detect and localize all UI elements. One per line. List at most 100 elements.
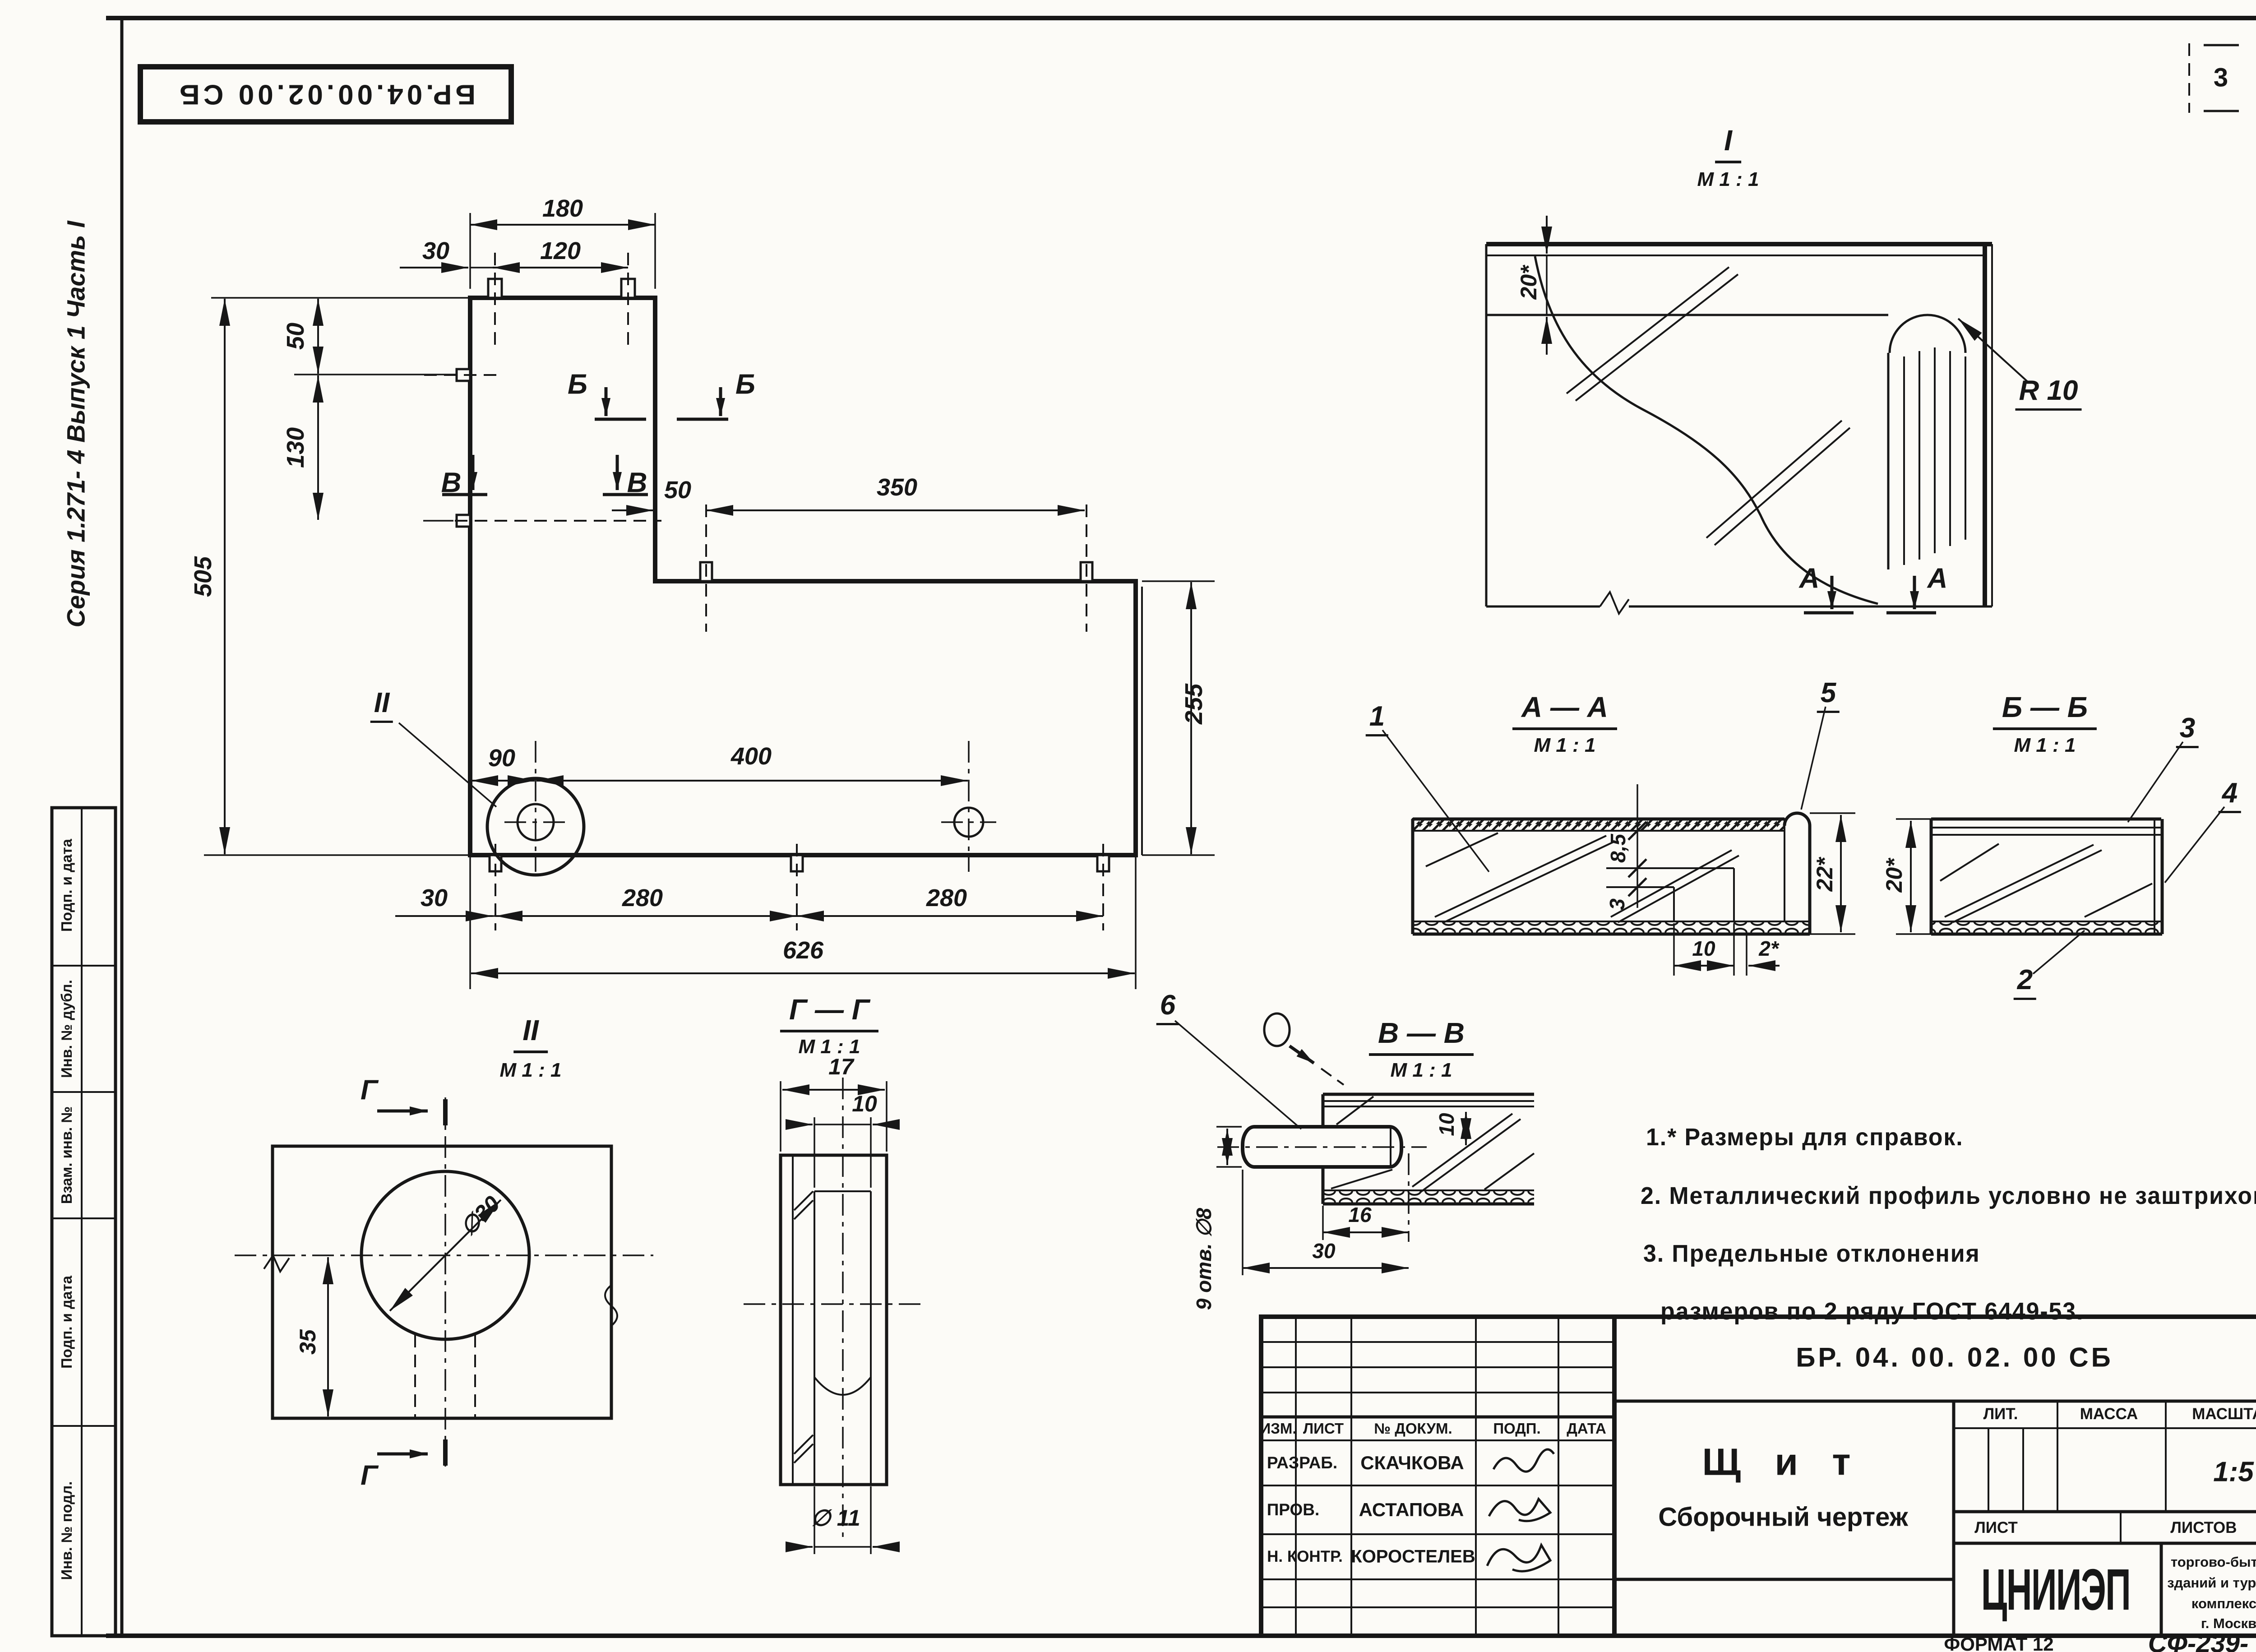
header-date: ДАТА: [1567, 1420, 1606, 1437]
callout-3: 3: [2176, 712, 2199, 748]
dim-17: 17: [828, 1054, 854, 1079]
main-view: [204, 213, 1215, 989]
cut-letter-b2: Б: [735, 369, 755, 400]
dim-180: 180: [542, 195, 583, 222]
dim-30-top: 30: [422, 237, 450, 264]
title-block-doc-number: БР. 04. 00. 02. 00 СБ: [1796, 1342, 2113, 1373]
dim-9-holes: 9 отв. ∅8: [1192, 1208, 1216, 1310]
callout-6: 6: [1156, 989, 1179, 1025]
section-vv-view: [1174, 1012, 1535, 1275]
header-list: ЛИСТ: [1303, 1420, 1344, 1437]
section-vv-title: В — В: [1369, 1016, 1474, 1056]
header-scale: МАСШТАБ: [2192, 1405, 2256, 1423]
dim-120: 120: [540, 237, 581, 264]
section-aa-scale: М 1 : 1: [1534, 734, 1596, 756]
header-docnum: № ДОКУМ.: [1374, 1420, 1452, 1437]
cut-letter-g2: Г: [360, 1460, 378, 1491]
detail-1-scale: М 1 : 1: [1697, 168, 1759, 190]
callout-4: 4: [2218, 777, 2242, 813]
detail-2-title: II: [513, 1013, 548, 1053]
cut-letter-g1: Г: [360, 1074, 378, 1106]
dim-350: 350: [876, 474, 918, 501]
dim-50-step: 50: [664, 477, 692, 504]
note-3: 3. Предельные отклонения: [1643, 1240, 1980, 1267]
org-line-4: г. Москва: [2201, 1615, 2256, 1631]
dim-22: 22*: [1812, 857, 1837, 892]
dim-280-b: 280: [926, 884, 967, 912]
section-bb-scale: М 1 : 1: [2014, 734, 2076, 756]
header-sheet: ЛИСТ: [1974, 1519, 2018, 1536]
name-skachkova: СКАЧКОВА: [1360, 1452, 1464, 1473]
callout-2: 2: [2013, 964, 2037, 1000]
name-astapova: АСТАПОВА: [1359, 1499, 1464, 1520]
scale-value: 1:5: [2213, 1456, 2254, 1488]
role-razrab: РАЗРАБ.: [1267, 1453, 1338, 1472]
section-gg-title: Г — Г: [780, 993, 879, 1032]
detail-1-title: I: [1715, 124, 1741, 163]
dim-dia-11: ∅ 11: [811, 1505, 860, 1531]
detail-1-view: [1485, 216, 2029, 616]
section-vv-scale: М 1 : 1: [1390, 1059, 1452, 1081]
dim-35: 35: [295, 1329, 320, 1355]
header-izm: ИЗМ.: [1260, 1420, 1297, 1437]
dim-255: 255: [1180, 683, 1207, 725]
org-line-3: комплексов: [2191, 1596, 2256, 1611]
callout-5: 5: [1817, 677, 1840, 713]
margin-label-3: Подп. и дата: [58, 1276, 75, 1369]
note-1: 1.* Размеры для справок.: [1646, 1124, 1964, 1151]
format-label: ФОРМАТ 12: [1944, 1633, 2054, 1652]
dim-505: 505: [190, 556, 217, 597]
header-sign: ПОДП.: [1493, 1420, 1541, 1437]
dim-2: 2*: [1759, 937, 1779, 960]
page-number: 3: [2213, 63, 2228, 93]
cut-letter-a1: А: [1799, 563, 1820, 594]
dim-50-left: 50: [282, 322, 309, 350]
radius-label: R 10: [2015, 375, 2082, 411]
name-korostelev: КОРОСТЕЛЕВ: [1351, 1546, 1475, 1567]
dim-10-aa: 10: [1692, 937, 1715, 960]
role-prov: ПРОВ.: [1267, 1500, 1320, 1519]
detail-2-view: [235, 1097, 653, 1467]
margin-label-1: Инв. № дубл.: [58, 980, 75, 1078]
detail-2-scale: М 1 : 1: [499, 1059, 562, 1081]
org-line-2: зданий и туристск.: [2167, 1575, 2256, 1591]
dim-8-5: 8,5: [1606, 834, 1630, 863]
section-gg-scale: М 1 : 1: [798, 1036, 860, 1058]
cut-letter-a2: А: [1927, 563, 1948, 594]
dim-3: 3: [1605, 898, 1629, 910]
top-stamp-doc-number: БР.04.00.02.00 СБ: [176, 79, 476, 110]
title-block-grid: [1259, 1314, 2256, 1638]
detail-2-callout: II: [370, 687, 393, 723]
dim-90: 90: [488, 745, 516, 772]
margin-label-4: Инв. № подл.: [58, 1481, 75, 1580]
callout-1: 1: [1365, 700, 1389, 736]
org-logo: ЦНИИЭП: [1981, 1557, 2131, 1623]
dim-626: 626: [782, 937, 824, 964]
drawing-title: Щ и т: [1702, 1440, 1863, 1483]
section-aa-title: А — А: [1512, 690, 1617, 730]
margin-table: [50, 806, 117, 1638]
dim-400: 400: [730, 743, 772, 770]
dim-30-bottom: 30: [420, 884, 448, 912]
form-code: СФ-239-: [2148, 1629, 2249, 1652]
note-2: 2. Металлический профиль условно не зашт…: [1641, 1182, 2256, 1209]
dim-20-detail1: 20*: [1516, 265, 1541, 300]
dim-10-gg: 10: [852, 1091, 877, 1116]
cut-letter-b1: Б: [568, 369, 587, 400]
cut-letter-v1: В: [441, 467, 462, 499]
dim-16: 16: [1348, 1203, 1372, 1226]
section-bb-title: Б — Б: [1992, 690, 2097, 730]
margin-label-2: Взам. инв. №: [58, 1106, 75, 1204]
dim-130: 130: [282, 427, 309, 468]
series-label: Серия 1.271- 4 Выпуск 1 Часть I: [61, 221, 90, 628]
header-lit: ЛИТ.: [1983, 1405, 2018, 1423]
margin-label-0: Подп. и дата: [58, 839, 75, 932]
dim-20-bb: 20*: [1882, 858, 1907, 893]
drawing-subtitle: Сборочный чертеж: [1658, 1502, 1908, 1532]
section-gg-view: [744, 1078, 926, 1554]
note-3-continued: размеров по 2 ряду ГОСТ 6449-53.: [1660, 1298, 2084, 1325]
dim-30-vv: 30: [1312, 1239, 1336, 1263]
header-mass: МАССА: [2080, 1405, 2138, 1423]
